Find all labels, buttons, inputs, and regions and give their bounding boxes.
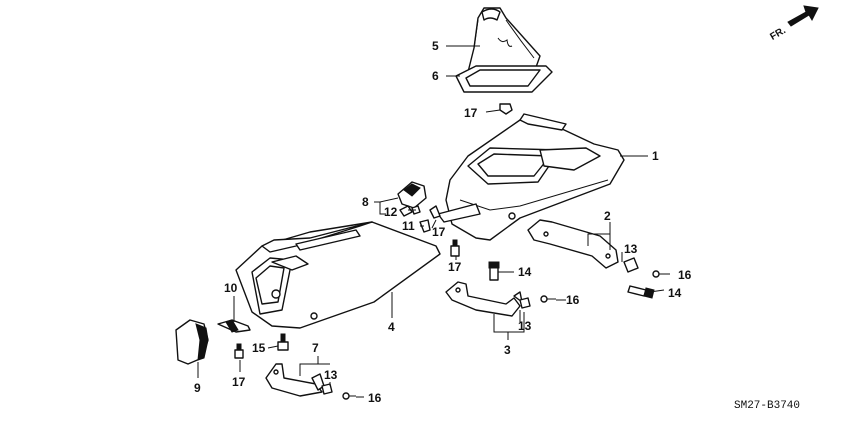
clip-13-lower-right — [519, 297, 531, 309]
leader-lines — [197, 45, 665, 398]
bolt-15 — [277, 333, 289, 351]
callout-1: 1 — [652, 149, 659, 163]
bolt-14-center — [488, 261, 500, 281]
rear-console — [235, 221, 441, 329]
clip-17-top — [499, 103, 513, 115]
clip-13-lower-left — [321, 383, 333, 395]
callout-2: 2 — [604, 209, 611, 223]
callout-13-center: 13 — [518, 319, 532, 333]
clip-12 — [399, 205, 421, 217]
bracket-10 — [217, 319, 251, 333]
callout-5: 5 — [432, 39, 439, 53]
callout-13-right: 13 — [624, 242, 638, 256]
screw-16-lower-left — [342, 392, 356, 400]
callout-4: 4 — [388, 320, 395, 334]
front-arrow-icon: FR. — [768, 5, 819, 43]
switch-part-8 — [397, 181, 427, 209]
boot-frame — [455, 65, 553, 93]
shift-boot — [467, 7, 541, 73]
console-body — [437, 113, 625, 241]
bracket-7 — [265, 363, 325, 397]
callout-9: 9 — [194, 381, 201, 395]
callout-17-top: 17 — [464, 106, 478, 120]
clip-17-center — [450, 239, 460, 257]
callout-12: 12 — [384, 205, 398, 219]
clip-13-right — [623, 257, 639, 273]
callout-17-center: 17 — [448, 260, 462, 274]
bracket-3 — [445, 281, 523, 317]
front-label: FR. — [768, 25, 788, 43]
callout-8: 8 — [362, 195, 369, 209]
callout-16-left: 16 — [368, 391, 382, 405]
callout-14-right: 14 — [668, 286, 682, 300]
callout-17-mid: 17 — [432, 225, 446, 239]
clip-11 — [419, 205, 441, 233]
lid-9 — [175, 319, 209, 365]
callout-7: 7 — [312, 341, 319, 355]
callouts: 5 6 17 1 8 12 11 17 2 13 16 14 14 17 16 … — [194, 39, 692, 405]
callout-16-center: 16 — [566, 293, 580, 307]
bolt-14-right — [627, 285, 655, 299]
screw-16-center — [540, 295, 556, 303]
callout-13-left: 13 — [324, 368, 338, 382]
callout-15: 15 — [252, 341, 266, 355]
callout-3: 3 — [504, 343, 511, 357]
diagram-code: SM27-B3740 — [734, 400, 800, 412]
clip-17-left — [234, 343, 244, 359]
screw-16-right — [652, 270, 670, 278]
callout-16-right: 16 — [678, 268, 692, 282]
callout-14-center: 14 — [518, 265, 532, 279]
callout-6: 6 — [432, 69, 439, 83]
callout-10: 10 — [224, 281, 238, 295]
bracket-2 — [527, 219, 619, 269]
callout-17-left: 17 — [232, 375, 246, 389]
callout-11: 11 — [402, 219, 415, 233]
